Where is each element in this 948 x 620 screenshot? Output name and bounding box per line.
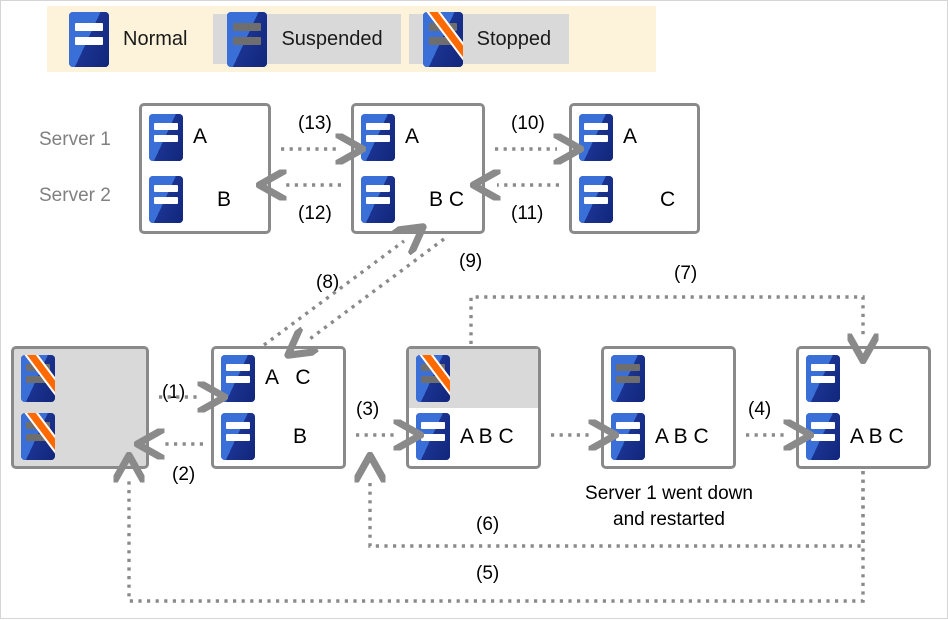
server-icon-normal (579, 176, 613, 224)
state-box-top-1-server2: B (142, 169, 268, 232)
state-box-top-2-server2-letters: B C (429, 187, 465, 211)
server-icon-stopped (422, 11, 463, 67)
step-label-5: (5) (476, 563, 500, 584)
step-label-9: (9) (459, 251, 483, 272)
state-box-bottom-1[interactable] (11, 346, 149, 469)
step-label-10: (10) (511, 113, 545, 134)
state-box-bottom-1-server1 (14, 349, 146, 408)
legend-label-suspended: Suspended (281, 27, 383, 50)
server-icon-suspended (611, 354, 645, 402)
state-box-bottom-2-server2-letters: B (293, 424, 308, 448)
server-icon-stopped (21, 354, 55, 402)
state-box-bottom-5-server2-letters: A B C (850, 424, 904, 448)
step-label-8: (8) (316, 272, 340, 293)
state-box-bottom-3-server2-letters: A B C (460, 424, 514, 448)
step-label-13: (13) (298, 113, 332, 134)
legend-item-normal: Normal (55, 11, 205, 67)
state-box-top-3[interactable]: A C (569, 103, 700, 234)
server-icon-normal (579, 113, 613, 161)
state-box-top-1-server2-letters: B (217, 187, 232, 211)
state-box-top-3-server2: C (572, 169, 697, 232)
server-icon-normal (149, 176, 183, 224)
step-label-1: (1) (162, 382, 186, 403)
server-icon-normal (806, 354, 840, 402)
row-label-server-1: Server 1 (39, 129, 111, 150)
legend-label-normal: Normal (123, 27, 188, 50)
legend-item-suspended: Suspended (213, 11, 401, 67)
server-icon-normal (69, 11, 109, 67)
state-box-top-2-server2: B C (354, 169, 482, 232)
step-label-3: (3) (356, 399, 380, 420)
state-box-bottom-4[interactable]: A B C (601, 346, 736, 469)
state-box-bottom-5-server2: A B C (799, 408, 928, 467)
server-icon-normal (806, 413, 840, 461)
state-box-bottom-3-server1 (409, 349, 538, 408)
state-box-bottom-4-server2: A B C (604, 408, 733, 467)
server-icon-normal (221, 354, 255, 402)
legend-bar: Normal Suspended Stopped (47, 6, 656, 72)
state-box-top-3-server2-letters: C (660, 187, 676, 211)
state-box-bottom-5[interactable]: A B C (796, 346, 931, 469)
server-icon-stopped (21, 413, 55, 461)
state-box-bottom-4-server2-letters: A B C (655, 424, 709, 448)
server-icon-stopped (416, 354, 450, 402)
server-icon-suspended (227, 11, 268, 67)
state-box-bottom-5-server1 (799, 349, 928, 408)
state-box-top-2-server1: A (354, 106, 482, 169)
state-box-bottom-3[interactable]: A B C (406, 346, 541, 469)
server-icon-normal (221, 413, 255, 461)
step-label-4: (4) (748, 399, 772, 420)
server-icon-normal (416, 413, 450, 461)
step-label-12: (12) (298, 203, 332, 224)
state-box-top-1[interactable]: A B (139, 103, 271, 234)
legend-label-stopped: Stopped (476, 27, 552, 50)
step-label-6: (6) (476, 514, 500, 535)
step-label-2: (2) (172, 464, 196, 485)
step-label-11: (11) (511, 203, 544, 224)
note-server1-restart: Server 1 went down and restarted (585, 483, 753, 530)
row-label-server-2: Server 2 (39, 185, 111, 206)
server-icon-normal (611, 413, 645, 461)
state-box-bottom-1-server2 (14, 408, 146, 467)
state-box-top-3-server1: A (572, 106, 697, 169)
legend-item-stopped: Stopped (408, 11, 570, 67)
state-box-bottom-2-server1: A C (214, 349, 343, 408)
state-box-bottom-3-server2: A B C (409, 408, 538, 467)
arrow-7 (469, 295, 863, 344)
step-label-7: (7) (674, 263, 698, 284)
server-icon-normal (149, 113, 183, 161)
server-icon-normal (361, 176, 395, 224)
state-box-bottom-2-server1-letters: A C (265, 366, 311, 390)
state-box-bottom-2-server2: B (214, 408, 343, 467)
state-box-top-2[interactable]: A B C (351, 103, 485, 234)
state-box-top-1-server1: A (142, 106, 268, 169)
state-box-bottom-4-server1 (604, 349, 733, 408)
server-icon-normal (361, 113, 395, 161)
state-box-top-3-server1-letters: A (623, 125, 638, 149)
state-box-top-1-server1-letters: A (193, 125, 208, 149)
state-box-top-2-server1-letters: A (405, 125, 420, 149)
state-box-bottom-2[interactable]: A C B (211, 346, 346, 469)
